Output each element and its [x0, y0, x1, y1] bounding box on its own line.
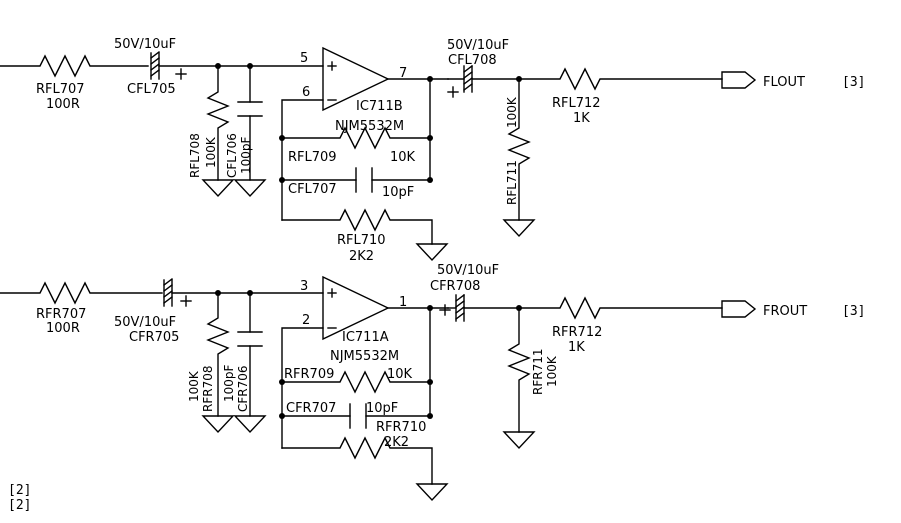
cfr706-value: 100pF: [222, 364, 236, 402]
rfr710-resistor: [281, 436, 433, 485]
pin-minus-label: 2: [302, 313, 310, 328]
cfl708-ref: CFL708: [448, 53, 497, 68]
cfr708-ref: CFR708: [430, 279, 480, 294]
ic711b-opamp: [322, 46, 390, 112]
cfl705-ref: CFL705: [127, 82, 176, 97]
rfl712-resistor: [471, 67, 723, 91]
rfl709-value: 10K: [390, 150, 416, 165]
rfr712-value: 1K: [568, 340, 585, 355]
wire-inverting: [281, 327, 324, 449]
cfl706-value: 100pF: [239, 136, 253, 174]
rfr710-ref: RFR710: [376, 420, 426, 435]
ic711a-opamp: [322, 275, 390, 341]
channel-right: RFR707 100R 50V/10uF CFR705 100K RFR708 …: [0, 263, 865, 502]
cfl708-rating: 50V/10uF: [447, 38, 509, 53]
ic711b-part: NJM5532M: [335, 119, 404, 134]
pin-plus-label: 3: [300, 279, 308, 294]
junction: [427, 413, 433, 419]
ground-icon: [415, 243, 449, 262]
rfl710-resistor: [281, 208, 433, 245]
rfr707-value: 100R: [46, 321, 80, 336]
page-ref: [2]: [8, 498, 31, 513]
ground-icon: [502, 219, 536, 238]
rfl708-ref: RFL708: [188, 133, 202, 178]
rfl711-value: 100K: [505, 96, 519, 128]
pin-plus-label: 5: [300, 51, 308, 66]
rfl712-ref: RFL712: [552, 96, 601, 111]
ground-icon: [415, 483, 449, 502]
cfl707-ref: CFL707: [288, 182, 337, 197]
rfl710-value: 2K2: [349, 249, 374, 264]
frout-label: FROUT: [763, 304, 807, 319]
ground-icon: [201, 179, 235, 198]
rfl707-resistor: [0, 54, 149, 78]
rfl708-value: 100K: [204, 136, 218, 168]
rfl708-resistor: [206, 65, 230, 181]
ground-icon: [201, 415, 235, 434]
cfr708-rating: 50V/10uF: [437, 263, 499, 278]
rfl711-ref: RFL711: [505, 160, 519, 205]
rfr709-ref: RFR709: [284, 367, 334, 382]
ic711b-ref: IC711B: [356, 99, 403, 114]
rfr707-resistor: [0, 281, 163, 305]
rfr709-resistor: [281, 307, 431, 394]
pin-out-label: 7: [399, 66, 407, 81]
rfr707-ref: RFR707: [36, 307, 86, 322]
cfr707-value: 10pF: [366, 401, 398, 416]
cfl705-rating: 50V/10uF: [114, 37, 176, 52]
cfl706-capacitor: [237, 65, 263, 181]
rfl709-ref: RFL709: [288, 150, 337, 165]
rfr712-ref: RFR712: [552, 325, 602, 340]
output-port-icon: [721, 300, 757, 318]
channel-left: RFL707 100R 50V/10uF CFL705 RFL708 100K …: [0, 37, 865, 264]
ground-icon: [233, 415, 267, 434]
ground-icon: [502, 431, 536, 450]
page-ref: [2]: [8, 483, 31, 498]
pin-out-label: 1: [399, 295, 407, 310]
rfr711-value: 100K: [545, 355, 559, 387]
rfr712-resistor: [463, 296, 723, 320]
rfl712-value: 1K: [573, 111, 590, 126]
ic711a-part: NJM5532M: [330, 349, 399, 364]
ground-icon: [233, 179, 267, 198]
pin-minus-label: 6: [302, 85, 310, 100]
rfr708-resistor: [206, 292, 230, 417]
cfl706-ref: CFL706: [225, 133, 239, 178]
rfr711-resistor: [507, 307, 531, 433]
cfr705-ref: CFR705: [129, 330, 179, 345]
junction: [427, 177, 433, 183]
rfr708-ref: RFR708: [201, 366, 215, 412]
flout-page-ref: [3]: [842, 75, 865, 90]
cfl707-value: 10pF: [382, 185, 414, 200]
output-port-icon: [721, 71, 757, 89]
rfr709-value: 10K: [387, 367, 413, 382]
rfl711-resistor: [507, 78, 531, 221]
rfl709-resistor: [281, 78, 431, 150]
rfl707-value: 100R: [46, 97, 80, 112]
rfl710-ref: RFL710: [337, 233, 386, 248]
cfl708-capacitor: [447, 65, 473, 98]
cfr707-ref: CFR707: [286, 401, 336, 416]
cfr705-rating: 50V/10uF: [114, 315, 176, 330]
rfr708-value: 100K: [187, 370, 201, 402]
frout-page-ref: [3]: [842, 304, 865, 319]
cfl705-capacitor: [150, 51, 187, 80]
flout-label: FLOUT: [763, 75, 805, 90]
cfr706-capacitor: [237, 292, 263, 417]
ic711a-ref: IC711A: [342, 330, 389, 345]
rfr711-ref: RFR711: [531, 349, 545, 395]
rfr710-value: 2K2: [384, 435, 409, 450]
cfr706-ref: CFR706: [236, 365, 250, 412]
rfl707-ref: RFL707: [36, 82, 85, 97]
